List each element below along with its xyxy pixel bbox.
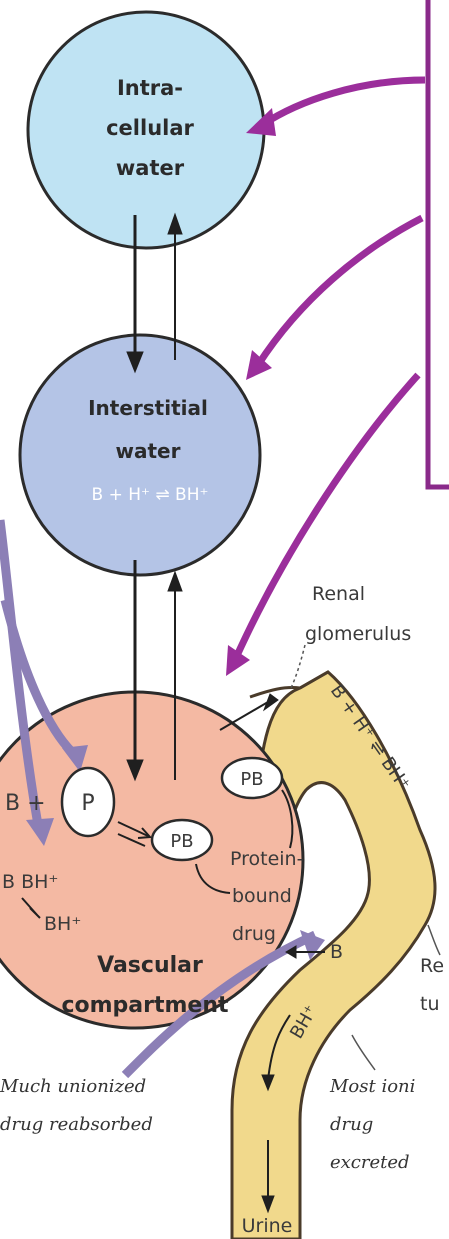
intracellular-label-1: Intra- <box>117 76 183 100</box>
protein-label: P <box>81 791 94 816</box>
ionized-annotation-3: excreted <box>330 1152 410 1173</box>
interstitial-label-2: water <box>116 439 181 463</box>
intracellular-label-3: water <box>116 156 185 180</box>
pb-upper-label: PB <box>240 769 263 790</box>
renal-tubule-2: tu <box>420 993 440 1015</box>
unionized-annotation-1: Much unionized <box>0 1076 146 1097</box>
glomerulus-pointer <box>290 645 305 690</box>
excreted-pointer <box>352 1035 375 1070</box>
drug-input-box <box>428 0 449 487</box>
tubule-b-label: B <box>330 941 343 963</box>
interstitial-label-1: Interstitial <box>88 396 208 420</box>
vascular-label-1: Vascular <box>97 953 203 978</box>
tubule-pointer <box>428 925 440 955</box>
bh-left: BH⁺ <box>44 913 81 935</box>
b-plus-label: B + <box>5 791 46 816</box>
ionized-annotation-1: Most ioni <box>329 1076 415 1097</box>
unionized-annotation-2: drug reabsorbed <box>0 1114 153 1135</box>
renal-tubule-1: Re <box>420 955 444 977</box>
protein-bound-2: bound <box>232 885 292 907</box>
protein-bound-3: drug <box>232 923 276 945</box>
vascular-label-2: compartment <box>61 993 229 1018</box>
protein-bound-1: Protein- <box>230 848 303 870</box>
intracellular-label-2: cellular <box>106 116 194 140</box>
ionized-annotation-2: drug <box>330 1114 373 1135</box>
renal-glomerulus-2: glomerulus <box>305 623 411 645</box>
pb-main-label: PB <box>170 831 193 852</box>
interstitial-equation: B + H⁺ ⇌ BH⁺ <box>92 485 209 505</box>
urine-label: Urine <box>242 1215 293 1237</box>
renal-glomerulus-1: Renal <box>312 583 365 605</box>
b-bh-left: B BH⁺ <box>2 871 58 893</box>
